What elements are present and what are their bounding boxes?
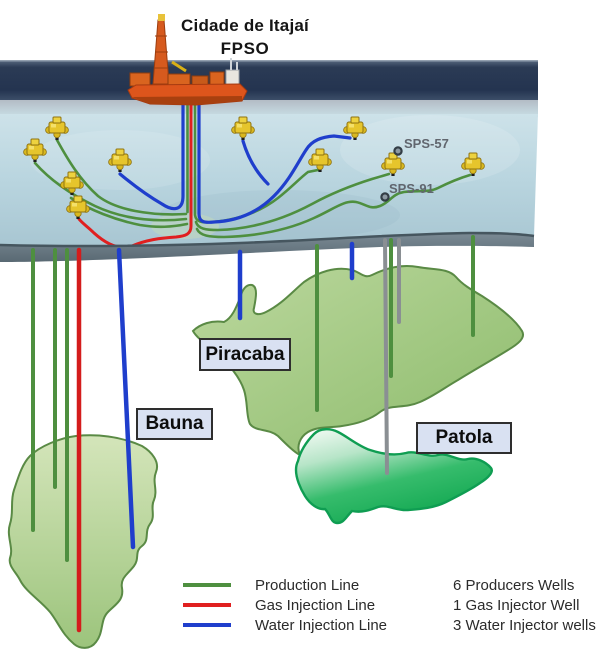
water-injection-line-label: Water Injection Line — [255, 616, 388, 634]
legend-row-water: Water Injection Line — [183, 615, 387, 635]
gas-injection-line-label: Gas Injection Line — [255, 596, 376, 614]
water-injector-wells — [116, 241, 355, 550]
fpso-crane — [171, 60, 187, 73]
fpso-vessel — [127, 14, 248, 106]
field-label-bauna: Bauna — [136, 408, 213, 440]
sps-57-label: SPS-57 — [404, 136, 449, 151]
ocean-surface — [0, 60, 538, 117]
water-injection-line-swatch — [183, 623, 231, 627]
legend-row-production: Production Line — [183, 575, 387, 595]
producers-count: 6 Producers Wells — [453, 576, 575, 594]
legend-row-gas: Gas Injection Line — [183, 595, 387, 615]
field-label-piracaba: Piracaba — [199, 338, 291, 371]
gas-injector-count: 1 Gas Injector Well — [453, 596, 580, 614]
field-patola-shape — [294, 428, 493, 525]
sps-91-label: SPS-91 — [389, 181, 434, 196]
diagram-title: Cidade de Itajaí FPSO — [150, 16, 340, 59]
producer-wells — [31, 235, 475, 562]
well-bores — [31, 235, 475, 633]
surf-strip — [0, 100, 538, 117]
sps-91-marker — [380, 192, 390, 202]
legend: Production Line Gas Injection Line Water… — [183, 575, 387, 635]
well-counts: 6 Producers Wells 1 Gas Injector Well 3 … — [453, 575, 596, 635]
fpso-type: FPSO — [220, 39, 270, 58]
future-sps-wells — [383, 238, 401, 475]
water-injection-flowlines — [118, 100, 352, 224]
water-injector-count: 3 Water Injector wells — [453, 616, 596, 634]
gas-injection-line-swatch — [183, 603, 231, 607]
production-line-label: Production Line — [255, 576, 360, 594]
sps-57-marker — [393, 146, 403, 156]
field-piracaba-shape — [191, 265, 524, 458]
production-flowlines — [33, 100, 472, 239]
field-label-patola: Patola — [416, 422, 512, 454]
production-line-swatch — [183, 583, 231, 587]
field-bauna-shape — [7, 434, 158, 649]
fpso-name: Cidade de Itajaí — [181, 16, 309, 35]
